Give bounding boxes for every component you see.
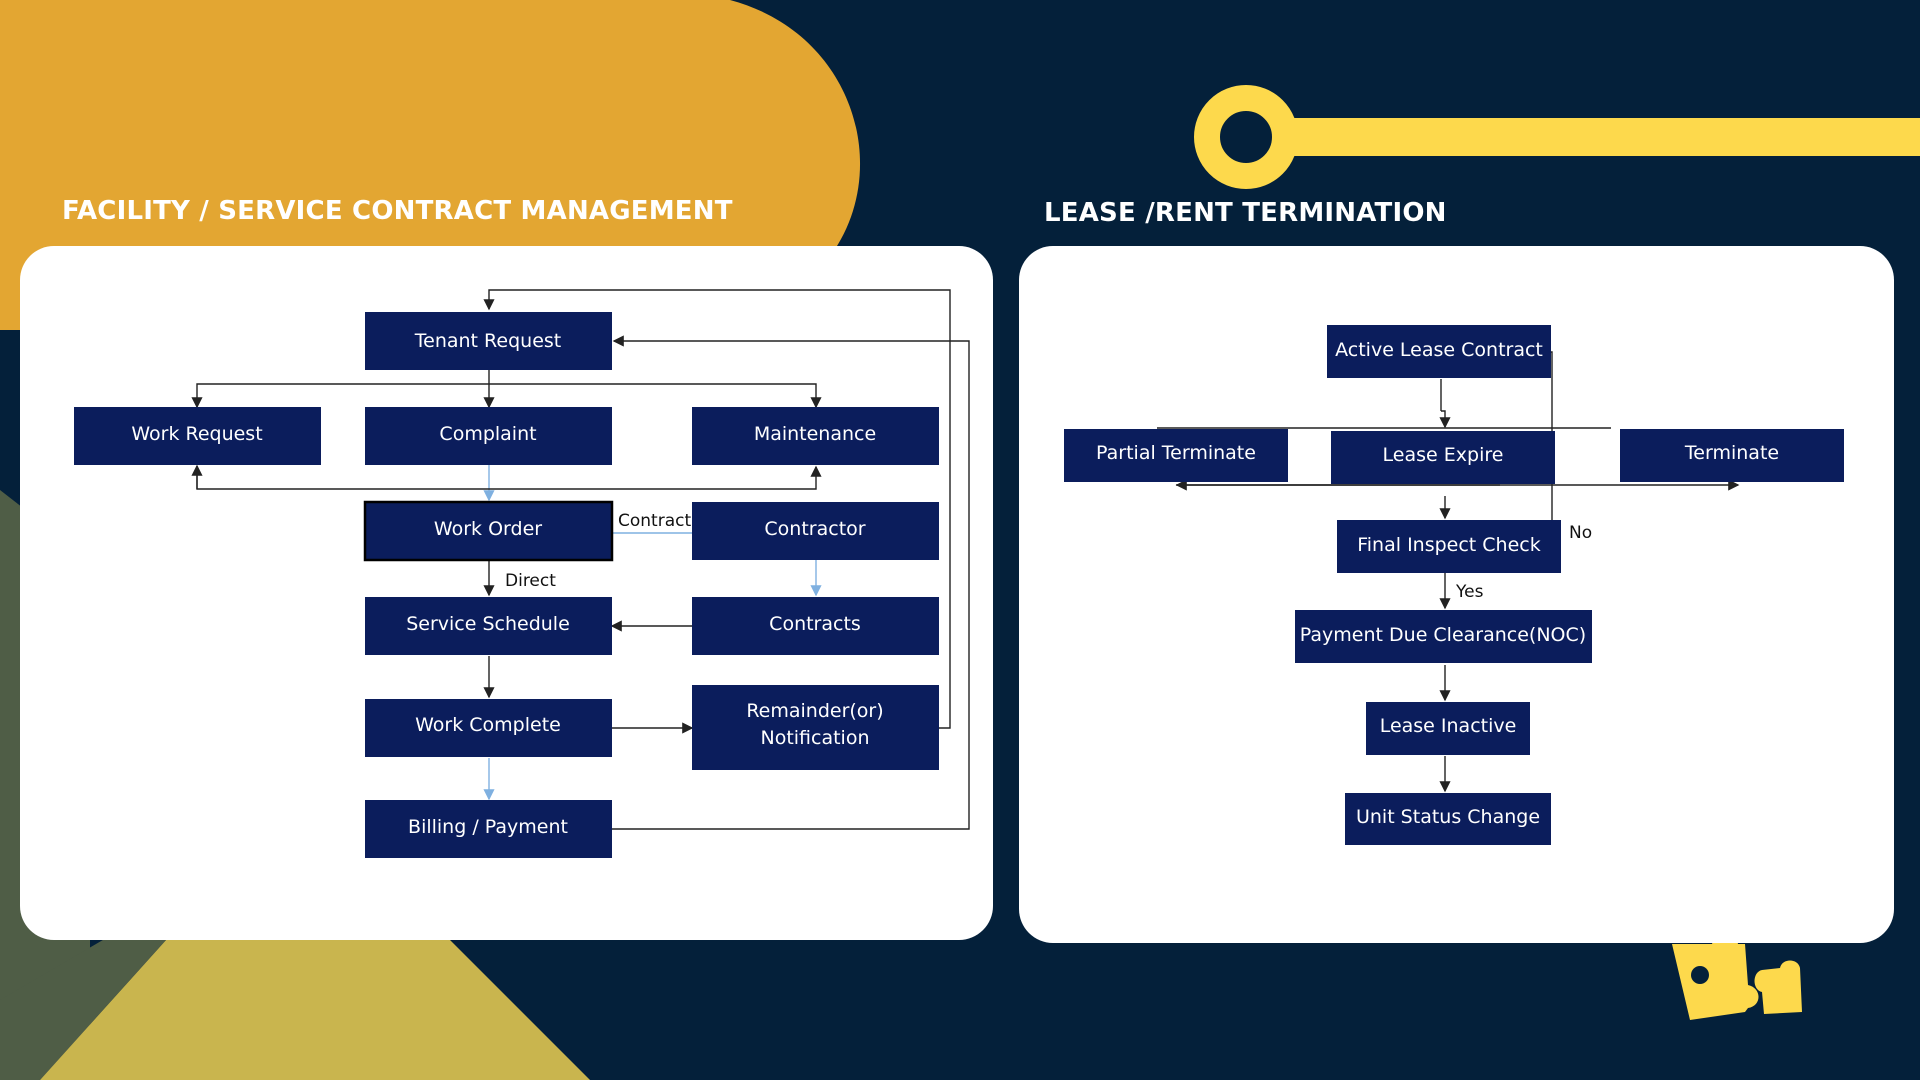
svg-text:Contracts: Contracts <box>769 613 861 635</box>
svg-text:Lease Inactive: Lease Inactive <box>1380 715 1517 737</box>
svg-text:Lease Expire: Lease Expire <box>1383 444 1504 466</box>
edge-label-no: No <box>1569 523 1592 543</box>
puzzle-pieces-icon <box>1672 933 1802 1020</box>
edge-label-yes: Yes <box>1455 582 1484 602</box>
node-lease-expire: Lease Expire <box>1331 431 1555 484</box>
svg-text:Contractor: Contractor <box>764 518 865 540</box>
node-payment-due-clearance: Payment Due Clearance(NOC) <box>1295 610 1592 663</box>
svg-text:Complaint: Complaint <box>439 423 536 445</box>
node-contractor: Contractor <box>692 502 939 560</box>
node-billing-payment: Billing / Payment <box>365 800 612 858</box>
svg-text:Final Inspect Check: Final Inspect Check <box>1357 534 1541 556</box>
node-complaint: Complaint <box>365 407 612 465</box>
node-work-complete: Work Complete <box>365 699 612 757</box>
svg-text:Unit Status Change: Unit Status Change <box>1356 806 1540 828</box>
svg-text:Tenant Request: Tenant Request <box>414 330 561 352</box>
olive-triangle <box>40 930 590 1080</box>
node-active-lease-contract: Active Lease Contract <box>1327 325 1551 378</box>
contract-label-bg <box>614 506 692 530</box>
svg-text:Partial Terminate: Partial Terminate <box>1096 442 1256 464</box>
node-reminder-notification: Remainder(or) Notification <box>692 685 939 770</box>
svg-text:Active Lease Contract: Active Lease Contract <box>1335 339 1543 361</box>
ring-line-icon <box>1194 85 1920 189</box>
node-unit-status-change: Unit Status Change <box>1345 793 1551 845</box>
svg-text:Service Schedule: Service Schedule <box>406 613 570 635</box>
svg-text:Maintenance: Maintenance <box>754 423 876 445</box>
node-tenant-request: Tenant Request <box>365 312 612 370</box>
node-service-schedule: Service Schedule <box>365 597 612 655</box>
right-section-title: LEASE /RENT TERMINATION <box>1044 198 1447 228</box>
node-terminate: Terminate <box>1620 429 1844 482</box>
svg-text:Remainder(or): Remainder(or) <box>746 700 883 722</box>
node-lease-inactive: Lease Inactive <box>1366 702 1530 755</box>
svg-text:Notification: Notification <box>760 727 869 749</box>
node-partial-terminate: Partial Terminate <box>1064 429 1288 482</box>
node-work-request: Work Request <box>74 407 321 465</box>
svg-text:Billing / Payment: Billing / Payment <box>408 816 568 838</box>
termination-edges <box>1157 351 1740 793</box>
svg-text:Work Complete: Work Complete <box>415 714 561 736</box>
node-final-inspect-check: Final Inspect Check <box>1337 520 1561 573</box>
node-work-order: Work Order <box>363 500 614 562</box>
left-section-title: FACILITY / SERVICE CONTRACT MANAGEMENT <box>62 196 733 226</box>
svg-text:Work Order: Work Order <box>434 518 542 540</box>
edge-label-direct: Direct <box>505 571 556 591</box>
svg-text:Work Request: Work Request <box>131 423 262 445</box>
node-maintenance: Maintenance <box>692 407 939 465</box>
svg-text:Terminate: Terminate <box>1684 442 1779 464</box>
svg-text:Payment Due Clearance(NOC): Payment Due Clearance(NOC) <box>1300 624 1586 646</box>
sage-triangle <box>0 930 175 1080</box>
facility-edges <box>191 289 970 830</box>
node-contracts: Contracts <box>692 597 939 655</box>
edge-label-contract: Contract <box>618 511 691 531</box>
